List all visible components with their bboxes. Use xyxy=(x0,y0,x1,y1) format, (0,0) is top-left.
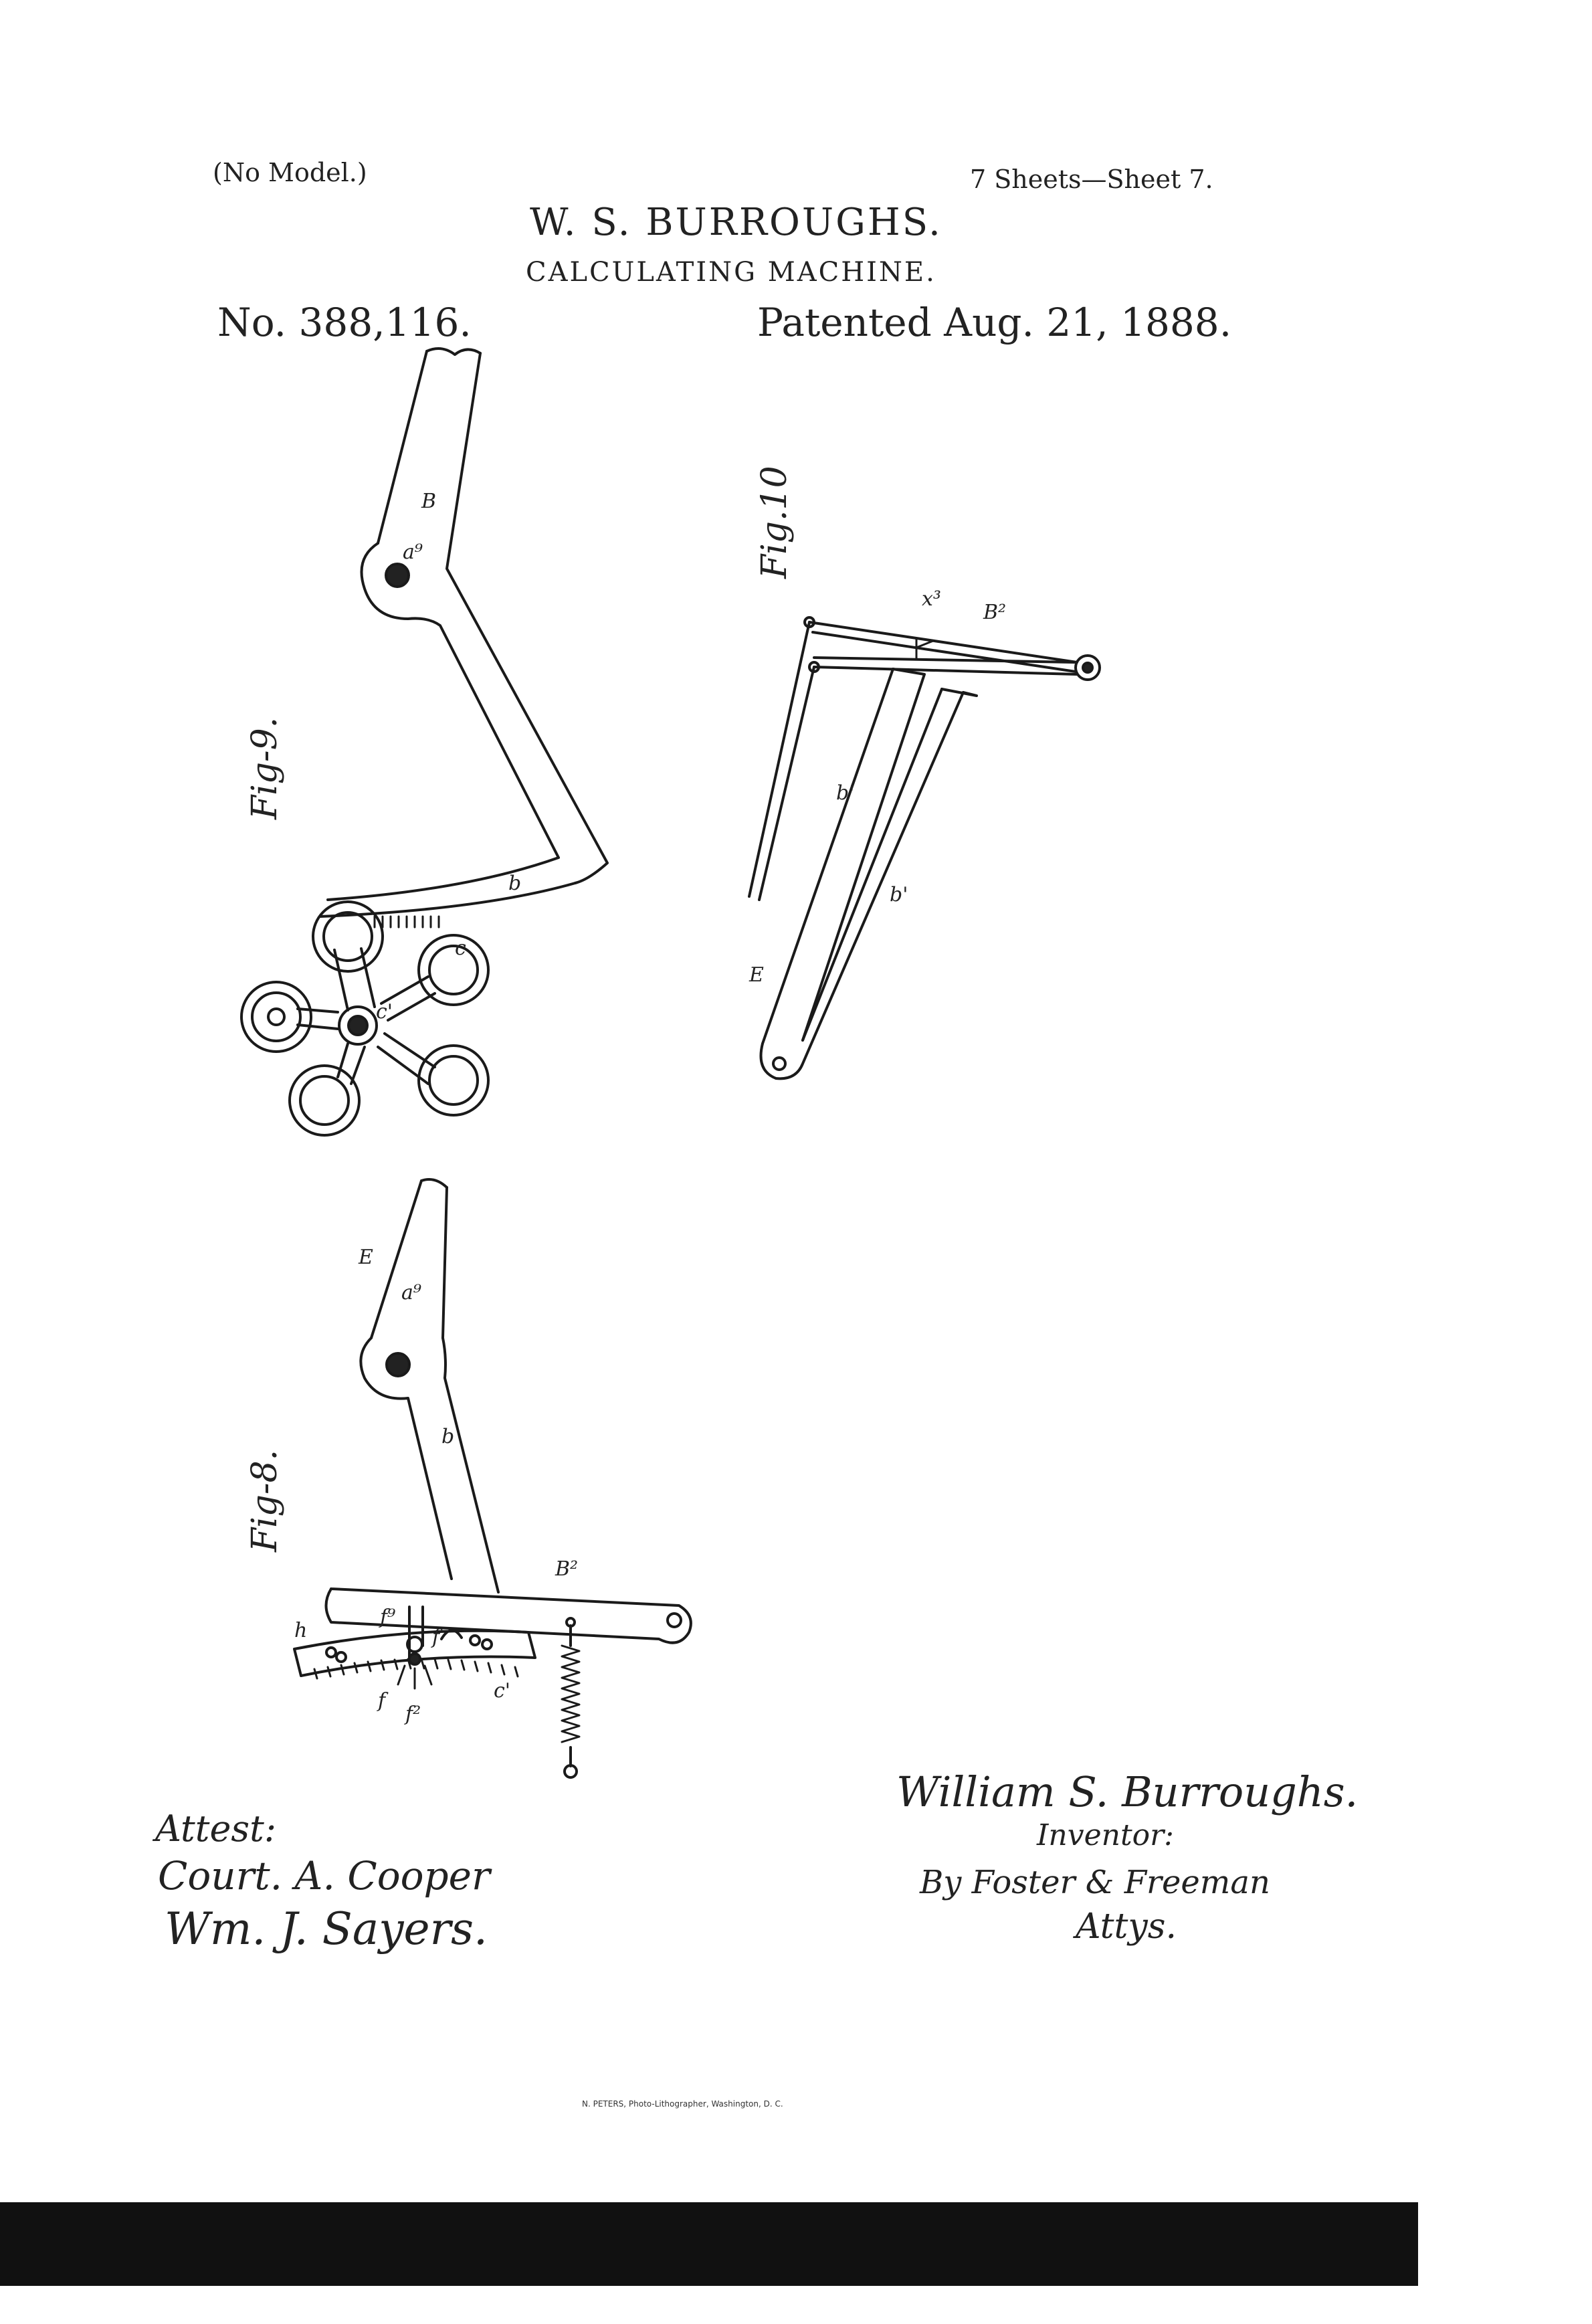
label-b-fig9: b xyxy=(508,872,522,895)
fig10-label: Fig.10 xyxy=(755,466,795,579)
no-model-note: (No Model.) xyxy=(213,158,367,187)
label-f-lower: f xyxy=(378,1689,386,1713)
fig8-drawing xyxy=(293,1178,692,1779)
label-a9-fig8: a⁹ xyxy=(401,1281,421,1304)
inventor-caption: Inventor: xyxy=(1037,1818,1174,1852)
invention-title: CALCULATING MACHINE. xyxy=(526,257,936,288)
label-E-fig8: E xyxy=(359,1246,373,1269)
fig10-drawing xyxy=(748,616,1101,1080)
fig9-drawing xyxy=(240,347,609,1137)
witness-signature-2: Wm. J. Sayers. xyxy=(165,1903,488,1955)
attest-label: Attest: xyxy=(155,1808,277,1850)
label-a9-fig9: a⁹ xyxy=(403,541,423,564)
scan-edge-bar xyxy=(0,2202,1418,2286)
label-B2-fig10: B² xyxy=(983,601,1007,624)
label-f9: f⁹ xyxy=(380,1606,396,1629)
label-f2: f² xyxy=(405,1703,421,1726)
label-c1-fig9: c' xyxy=(376,1000,393,1024)
label-c-fig9: c xyxy=(455,937,466,960)
label-B2-fig8: B² xyxy=(555,1557,579,1581)
label-b1-fig10: b' xyxy=(836,781,855,805)
label-B: B xyxy=(421,490,437,513)
label-h: h xyxy=(294,1619,308,1642)
patent-date: Patented Aug. 21, 1888. xyxy=(757,300,1232,345)
attorney-abbreviation: Attys. xyxy=(1076,1907,1177,1947)
sheet-count: 7 Sheets—Sheet 7. xyxy=(970,165,1213,194)
fig8-label: Fig-8. xyxy=(245,1449,285,1552)
witness-signature-1: Court. A. Cooper xyxy=(158,1853,490,1899)
label-b-fig8: b xyxy=(441,1425,455,1448)
label-x3: x³ xyxy=(922,587,941,611)
label-b1-second-fig10: b' xyxy=(890,883,908,906)
label-E-fig10: E xyxy=(749,963,764,987)
attorney-signature: By Foster & Freeman xyxy=(920,1864,1270,1901)
fig9-label: Fig-9. xyxy=(245,716,285,819)
patent-number: No. 388,116. xyxy=(217,300,472,345)
inventor-signature: William S. Burroughs. xyxy=(896,1767,1359,1816)
printer-credit: N. PETERS, Photo-Lithographer, Washingto… xyxy=(582,2099,783,2109)
inventor-name: W. S. BURROUGHS. xyxy=(530,201,942,244)
label-f: f xyxy=(432,1626,440,1649)
label-c1-fig8: c' xyxy=(494,1679,511,1703)
